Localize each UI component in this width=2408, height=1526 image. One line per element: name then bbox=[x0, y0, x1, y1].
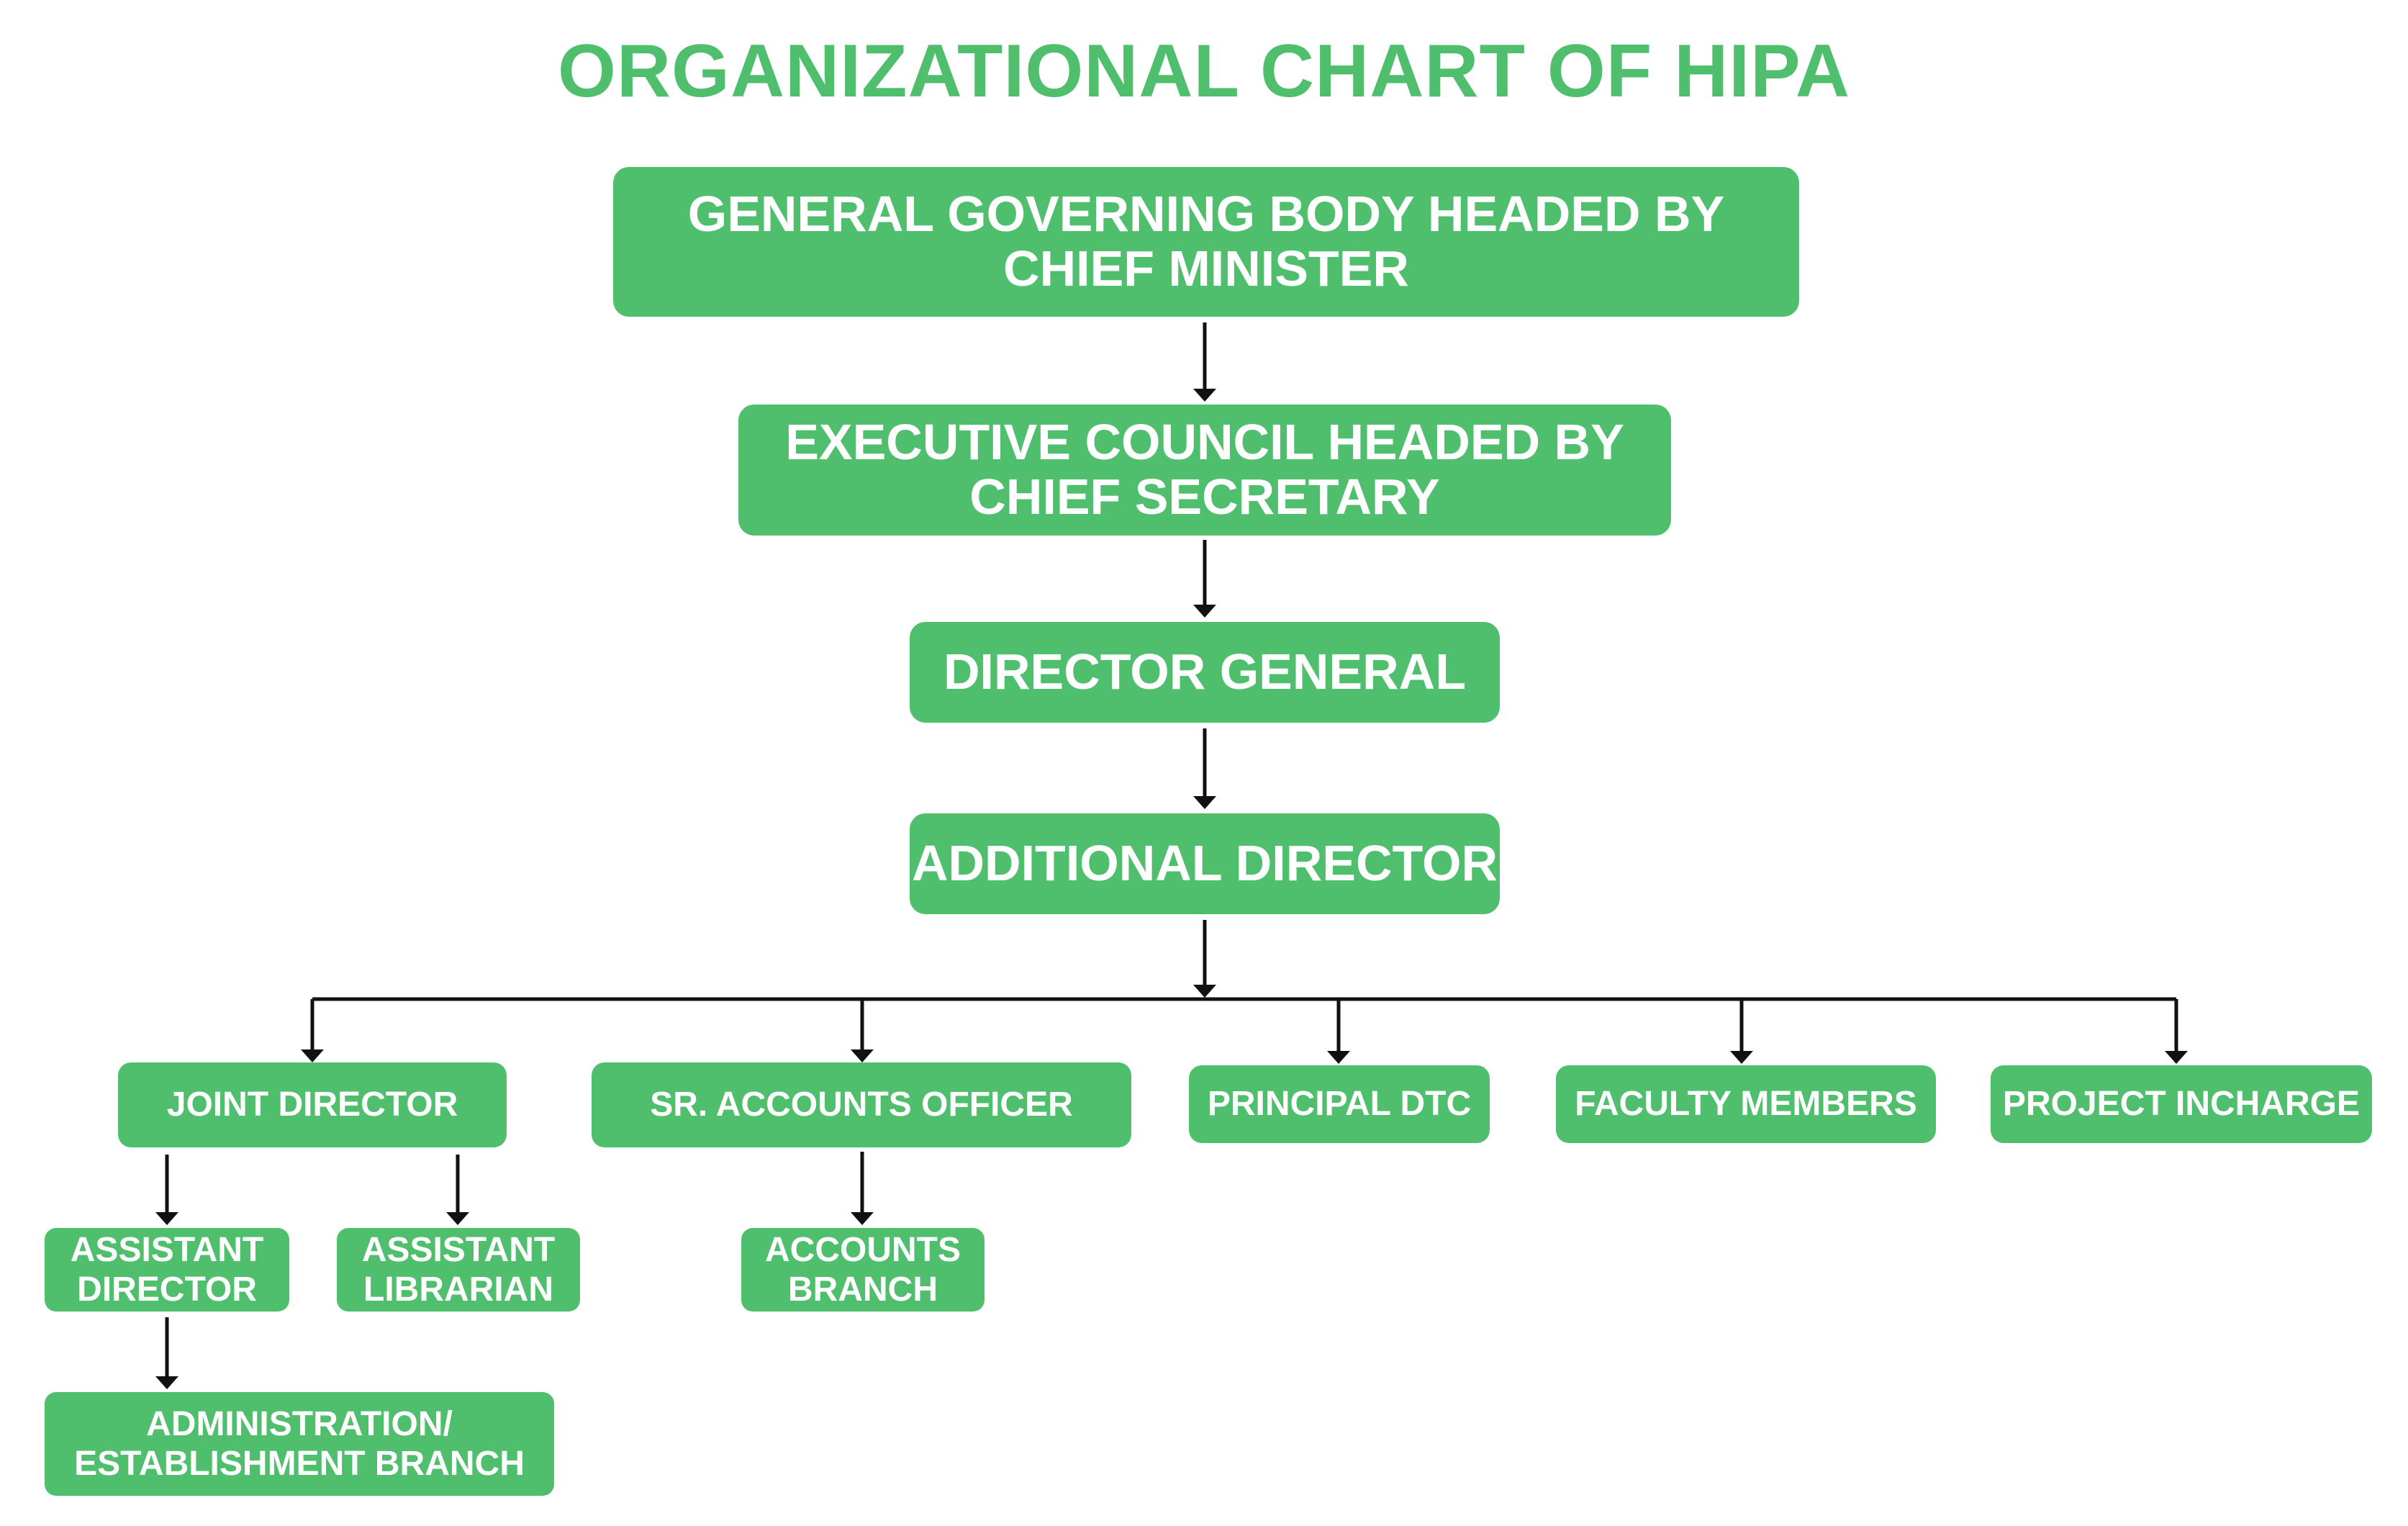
node-sr-accounts-officer: SR. ACCOUNTS OFFICER bbox=[592, 1062, 1131, 1147]
node-assistant-director: ASSISTANT DIRECTOR bbox=[45, 1228, 289, 1311]
node-executive-council: EXECUTIVE COUNCIL HEADED BY CHIEF SECRET… bbox=[738, 405, 1671, 536]
node-administration-branch: ADMINISTRATION/ ESTABLISHMENT BRANCH bbox=[45, 1392, 554, 1496]
node-assistant-librarian: ASSISTANT LIBRARIAN bbox=[337, 1228, 580, 1311]
node-accounts-branch: ACCOUNTS BRANCH bbox=[741, 1228, 985, 1311]
node-additional-director: ADDITIONAL DIRECTOR bbox=[910, 813, 1500, 914]
node-director-general: DIRECTOR GENERAL bbox=[910, 622, 1500, 723]
node-governing-body: GENERAL GOVERNING BODY HEADED BY CHIEF M… bbox=[613, 167, 1799, 317]
node-joint-director: JOINT DIRECTOR bbox=[118, 1062, 507, 1147]
chart-title: ORGANIZATIONAL CHART OF HIPA bbox=[558, 30, 1850, 113]
node-faculty-members: FACULTY MEMBERS bbox=[1556, 1065, 1936, 1143]
node-project-incharge: PROJECT INCHARGE bbox=[1991, 1065, 2372, 1143]
node-principal-dtc: PRINCIPAL DTC bbox=[1189, 1065, 1490, 1143]
